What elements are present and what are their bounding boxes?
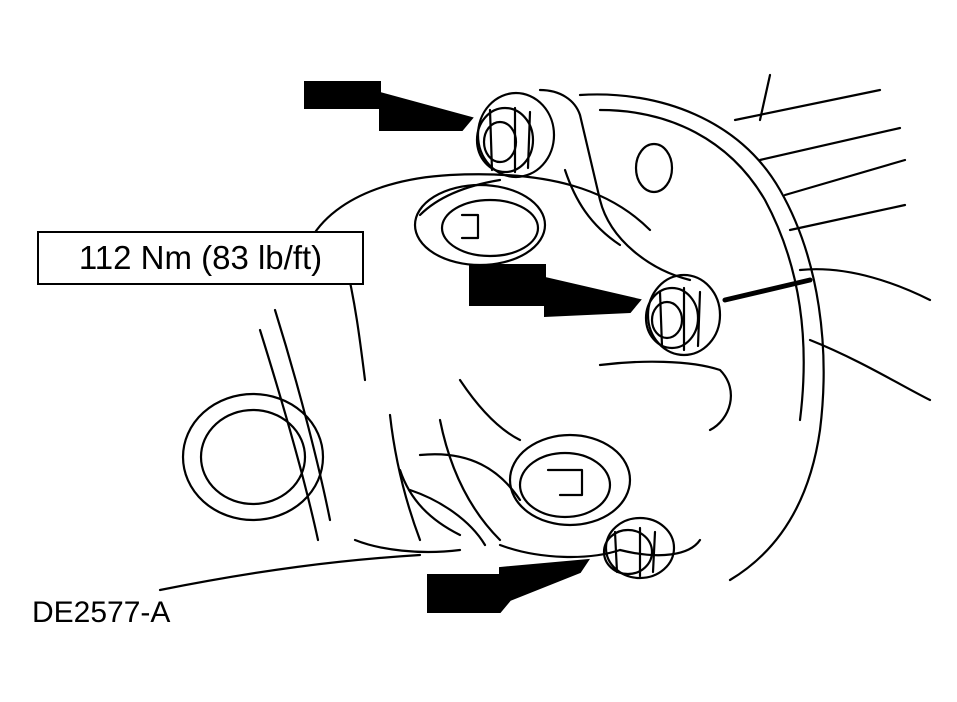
figure-id-label: DE2577-A xyxy=(32,596,171,629)
u-joint-spider xyxy=(353,453,522,554)
arrow-lower-bolt xyxy=(427,558,590,613)
bolt-lower xyxy=(602,516,676,580)
bolt-middle xyxy=(644,273,722,357)
pinion-shaft xyxy=(733,73,932,402)
upper-bearing-bore xyxy=(413,183,547,267)
torque-callout-text: 112 Nm (83 lb/ft) xyxy=(78,239,323,276)
housing-oval xyxy=(181,392,325,522)
lower-bearing-bore xyxy=(508,433,632,527)
companion-flange xyxy=(578,93,825,582)
arrow-top-bolt-tail xyxy=(304,81,358,109)
torque-callout-box: 112 Nm (83 lb/ft) xyxy=(37,231,364,285)
bolt-top xyxy=(475,91,556,179)
yoke-body xyxy=(398,88,732,559)
arrow-middle-bolt xyxy=(469,264,642,318)
